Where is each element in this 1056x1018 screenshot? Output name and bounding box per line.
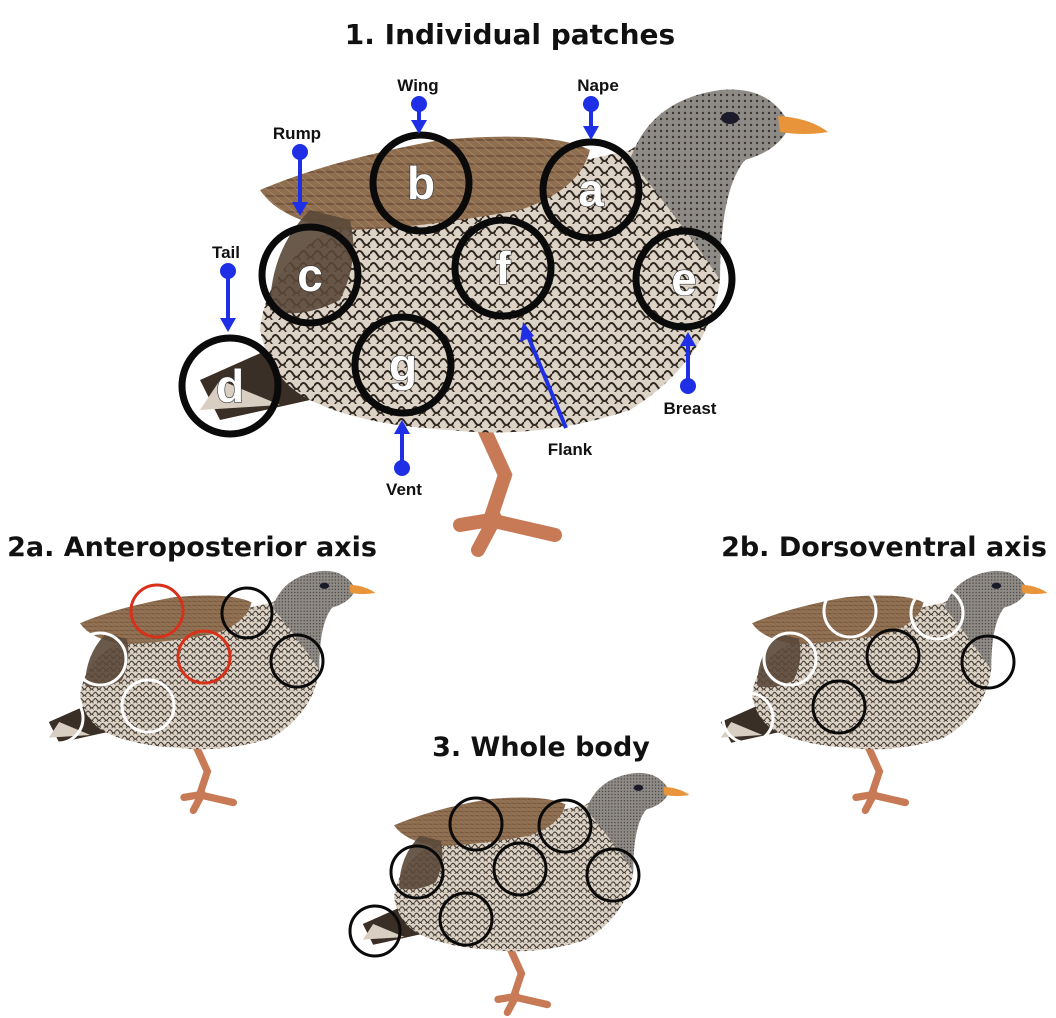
whole-body-title: 3. Whole body	[432, 732, 650, 763]
nape-pointer	[583, 98, 599, 140]
bird-2b	[721, 571, 1048, 810]
patch-letter-e: e	[671, 253, 697, 305]
patch-letter-a: a	[578, 164, 604, 216]
patch-letter-d: d	[216, 360, 244, 412]
label-vent: Vent	[386, 480, 422, 499]
patch-letter-f: f	[495, 242, 511, 294]
individual-patches-title: 1. Individual patches	[345, 18, 675, 51]
vent-pointer	[394, 420, 410, 474]
label-breast: Breast	[664, 399, 717, 418]
patch-letter-g: g	[389, 339, 417, 391]
label-nape: Nape	[577, 76, 619, 95]
bird-3	[363, 773, 690, 1012]
label-rump: Rump	[273, 124, 321, 143]
dorsoventral-title: 2b. Dorsoventral axis	[721, 532, 1047, 563]
tail-pointer	[220, 265, 236, 332]
patch-letter-b: b	[407, 157, 435, 209]
patch-letter-c: c	[297, 249, 323, 301]
anteroposterior-title: 2a. Anteroposterior axis	[7, 532, 377, 563]
label-tail: Tail	[212, 243, 240, 262]
label-wing: Wing	[397, 76, 438, 95]
bird-2a	[49, 571, 376, 810]
label-flank: Flank	[548, 440, 593, 459]
wing-pointer	[411, 98, 427, 134]
